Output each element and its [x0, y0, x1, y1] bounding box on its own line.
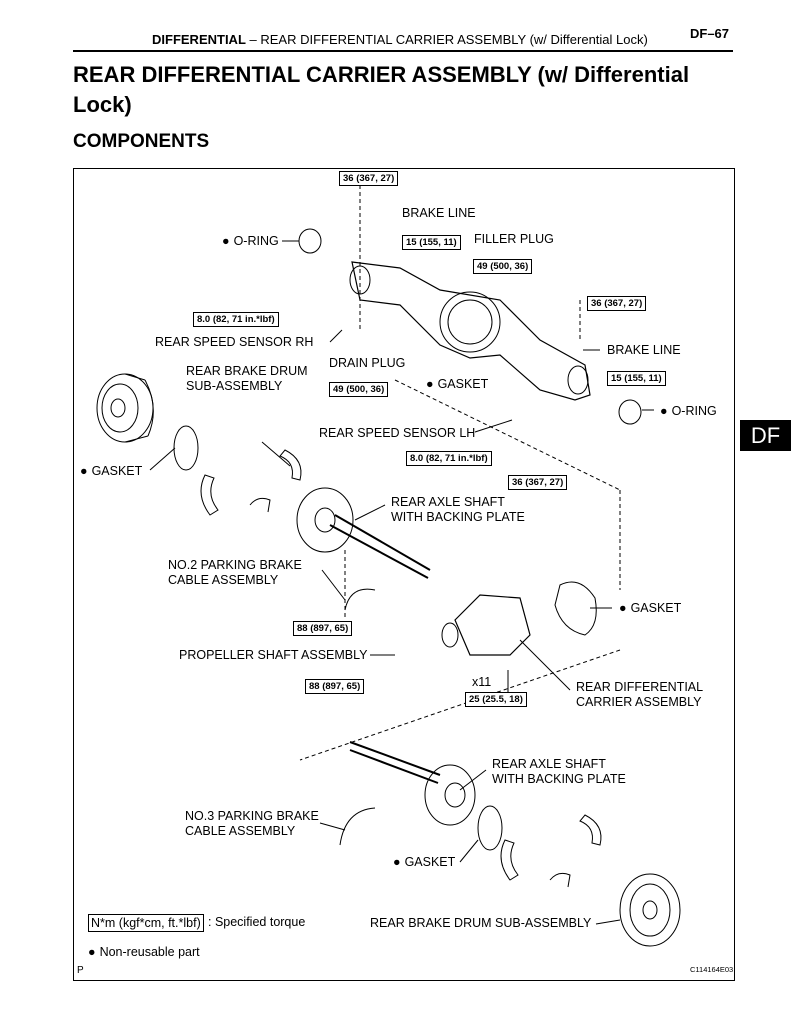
parking-cable-2-drawing — [344, 588, 376, 611]
label-drain-plug: DRAIN PLUG — [329, 356, 406, 370]
footer-letter: P — [77, 965, 84, 976]
torque-callout: 36 (367, 27) — [508, 475, 568, 490]
header-dash: – — [249, 32, 257, 47]
diagram-frame — [73, 168, 735, 981]
label-gasket-bottom: GASKET — [393, 855, 456, 870]
axle-housing-drawing — [349, 261, 591, 401]
header-subsection: REAR DIFFERENTIAL CARRIER ASSEMBLY (w/ D… — [260, 32, 648, 47]
torque-callout: 25 (25.5, 18) — [465, 692, 527, 707]
side-tab: DF — [740, 420, 791, 451]
label-o-ring-left: O-RING — [222, 234, 279, 249]
label-brake-line-right: BRAKE LINE — [607, 343, 681, 357]
axle-shaft-bottom-drawing — [349, 741, 476, 826]
torque-callout: 8.0 (82, 71 in.*lbf) — [406, 451, 492, 466]
label-rear-speed-sensor-rh: REAR SPEED SENSOR RH — [155, 335, 314, 349]
torque-callout: 49 (500, 36) — [329, 382, 389, 397]
figure-code: C114164E03 — [690, 965, 734, 974]
torque-callout: 36 (367, 27) — [339, 171, 399, 186]
leader-lines — [149, 240, 654, 925]
torque-callout: 8.0 (82, 71 in.*lbf) — [193, 312, 279, 327]
section-title: COMPONENTS — [73, 131, 210, 152]
label-filler-plug: FILLER PLUG — [474, 232, 554, 246]
label-rear-brake-drum-sub-bottom: REAR BRAKE DRUM SUB-ASSEMBLY — [370, 916, 592, 930]
running-header: DIFFERENTIAL – REAR DIFFERENTIAL CARRIER… — [152, 32, 648, 47]
axle-shaft-top-drawing — [296, 487, 431, 579]
label-no3-parking-brake: NO.3 PARKING BRAKE CABLE ASSEMBLY — [185, 809, 319, 838]
torque-callout: 88 (897, 65) — [305, 679, 365, 694]
label-rear-axle-shaft-bottom: REAR AXLE SHAFT WITH BACKING PLATE — [492, 757, 626, 786]
legend-unit-desc: : Specified torque — [208, 915, 306, 929]
torque-callout: 15 (155, 11) — [402, 235, 461, 250]
gasket-bottom-drawing — [477, 805, 503, 851]
o-ring-left-drawing — [298, 228, 322, 254]
diff-carrier-drawing — [441, 594, 531, 656]
label-no2-parking-brake: NO.2 PARKING BRAKE CABLE ASSEMBLY — [168, 558, 302, 587]
label-o-ring-right: O-RING — [660, 404, 717, 419]
torque-callout: 15 (155, 11) — [607, 371, 666, 386]
parking-cable-3-drawing — [339, 807, 376, 846]
label-x11: x11 — [472, 675, 492, 689]
guide-lines — [299, 185, 621, 761]
gasket-right-drawing — [554, 581, 597, 636]
label-gasket-right: GASKET — [619, 601, 682, 616]
gasket-left-drawing — [173, 425, 199, 471]
header-section: DIFFERENTIAL — [152, 32, 246, 47]
label-rear-brake-drum-sub-top: REAR BRAKE DRUM SUB-ASSEMBLY — [186, 364, 308, 393]
torque-callout: 49 (500, 36) — [473, 259, 533, 274]
page-title: REAR DIFFERENTIAL CARRIER ASSEMBLY (w/ D… — [73, 62, 690, 117]
label-rear-diff-carrier: REAR DIFFERENTIAL CARRIER ASSEMBLY — [576, 680, 704, 709]
legend-non-reusable: Non-reusable part — [88, 945, 200, 959]
legend-unit-box: N*m (kgf*cm, ft.*lbf) — [88, 914, 204, 932]
label-rear-axle-shaft-top: REAR AXLE SHAFT WITH BACKING PLATE — [391, 495, 525, 524]
label-brake-line-top: BRAKE LINE — [402, 206, 476, 220]
o-ring-right-drawing — [618, 399, 642, 425]
torque-callout: 88 (897, 65) — [293, 621, 353, 636]
brake-drum-top-drawing — [96, 373, 154, 443]
label-gasket-center: GASKET — [426, 377, 489, 392]
label-rear-speed-sensor-lh: REAR SPEED SENSOR LH — [319, 426, 476, 440]
label-propeller-shaft: PROPELLER SHAFT ASSEMBLY — [179, 648, 368, 662]
header-rule — [73, 50, 733, 52]
label-gasket-left: GASKET — [80, 464, 143, 479]
brake-drum-bottom-drawing — [619, 873, 681, 947]
page-number: DF–67 — [690, 26, 730, 41]
torque-callout: 36 (367, 27) — [587, 296, 647, 311]
brake-shoes-top-drawing — [200, 441, 302, 516]
brake-shoes-bottom-drawing — [500, 814, 602, 888]
